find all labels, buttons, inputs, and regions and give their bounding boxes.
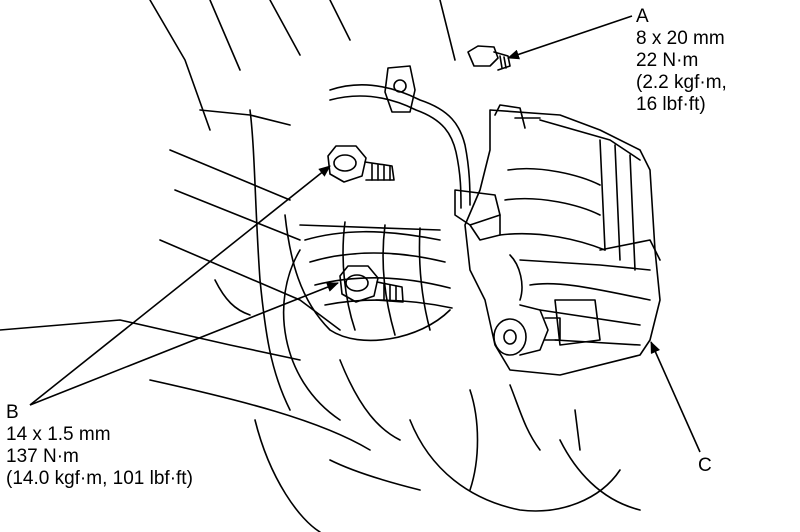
cv-boot <box>284 214 453 342</box>
callout-a-torque-lbfft: 16 lbf·ft) <box>636 94 706 115</box>
brake-caliper <box>464 104 661 376</box>
callout-a-label: A 8 x 20 mm 22 N·m (2.2 kgf·m, 16 lbf·ft… <box>636 6 727 116</box>
leader-line-b-upper <box>29 165 331 406</box>
callout-b-letter: B <box>6 402 19 423</box>
callout-b-bolt-size: 14 x 1.5 mm <box>6 424 111 445</box>
callout-b-torque-nm: 137 N·m <box>6 446 79 467</box>
callout-c-letter: C <box>698 455 712 476</box>
callout-a-torque-kgfm: (2.2 kgf·m, <box>636 72 727 93</box>
callout-a-letter: A <box>636 6 649 27</box>
bolt-b-upper <box>327 145 395 183</box>
knuckle-outline <box>0 0 641 532</box>
callout-b-label: B 14 x 1.5 mm 137 N·m (14.0 kgf·m, 101 l… <box>6 402 193 490</box>
callout-c-label: C <box>698 455 712 477</box>
brake-hose <box>329 65 501 241</box>
callout-b-torque-imperial: (14.0 kgf·m, 101 lbf·ft) <box>6 468 193 489</box>
callout-a-bolt-size: 8 x 20 mm <box>636 28 725 49</box>
leader-line-a <box>507 15 633 60</box>
slide-pin <box>493 304 561 356</box>
leader-line-b-lower <box>29 282 339 406</box>
bolt-b-lower <box>339 265 404 303</box>
leader-line-c <box>650 341 701 453</box>
callout-a-torque-nm: 22 N·m <box>636 50 699 71</box>
bolt-a <box>467 45 511 71</box>
